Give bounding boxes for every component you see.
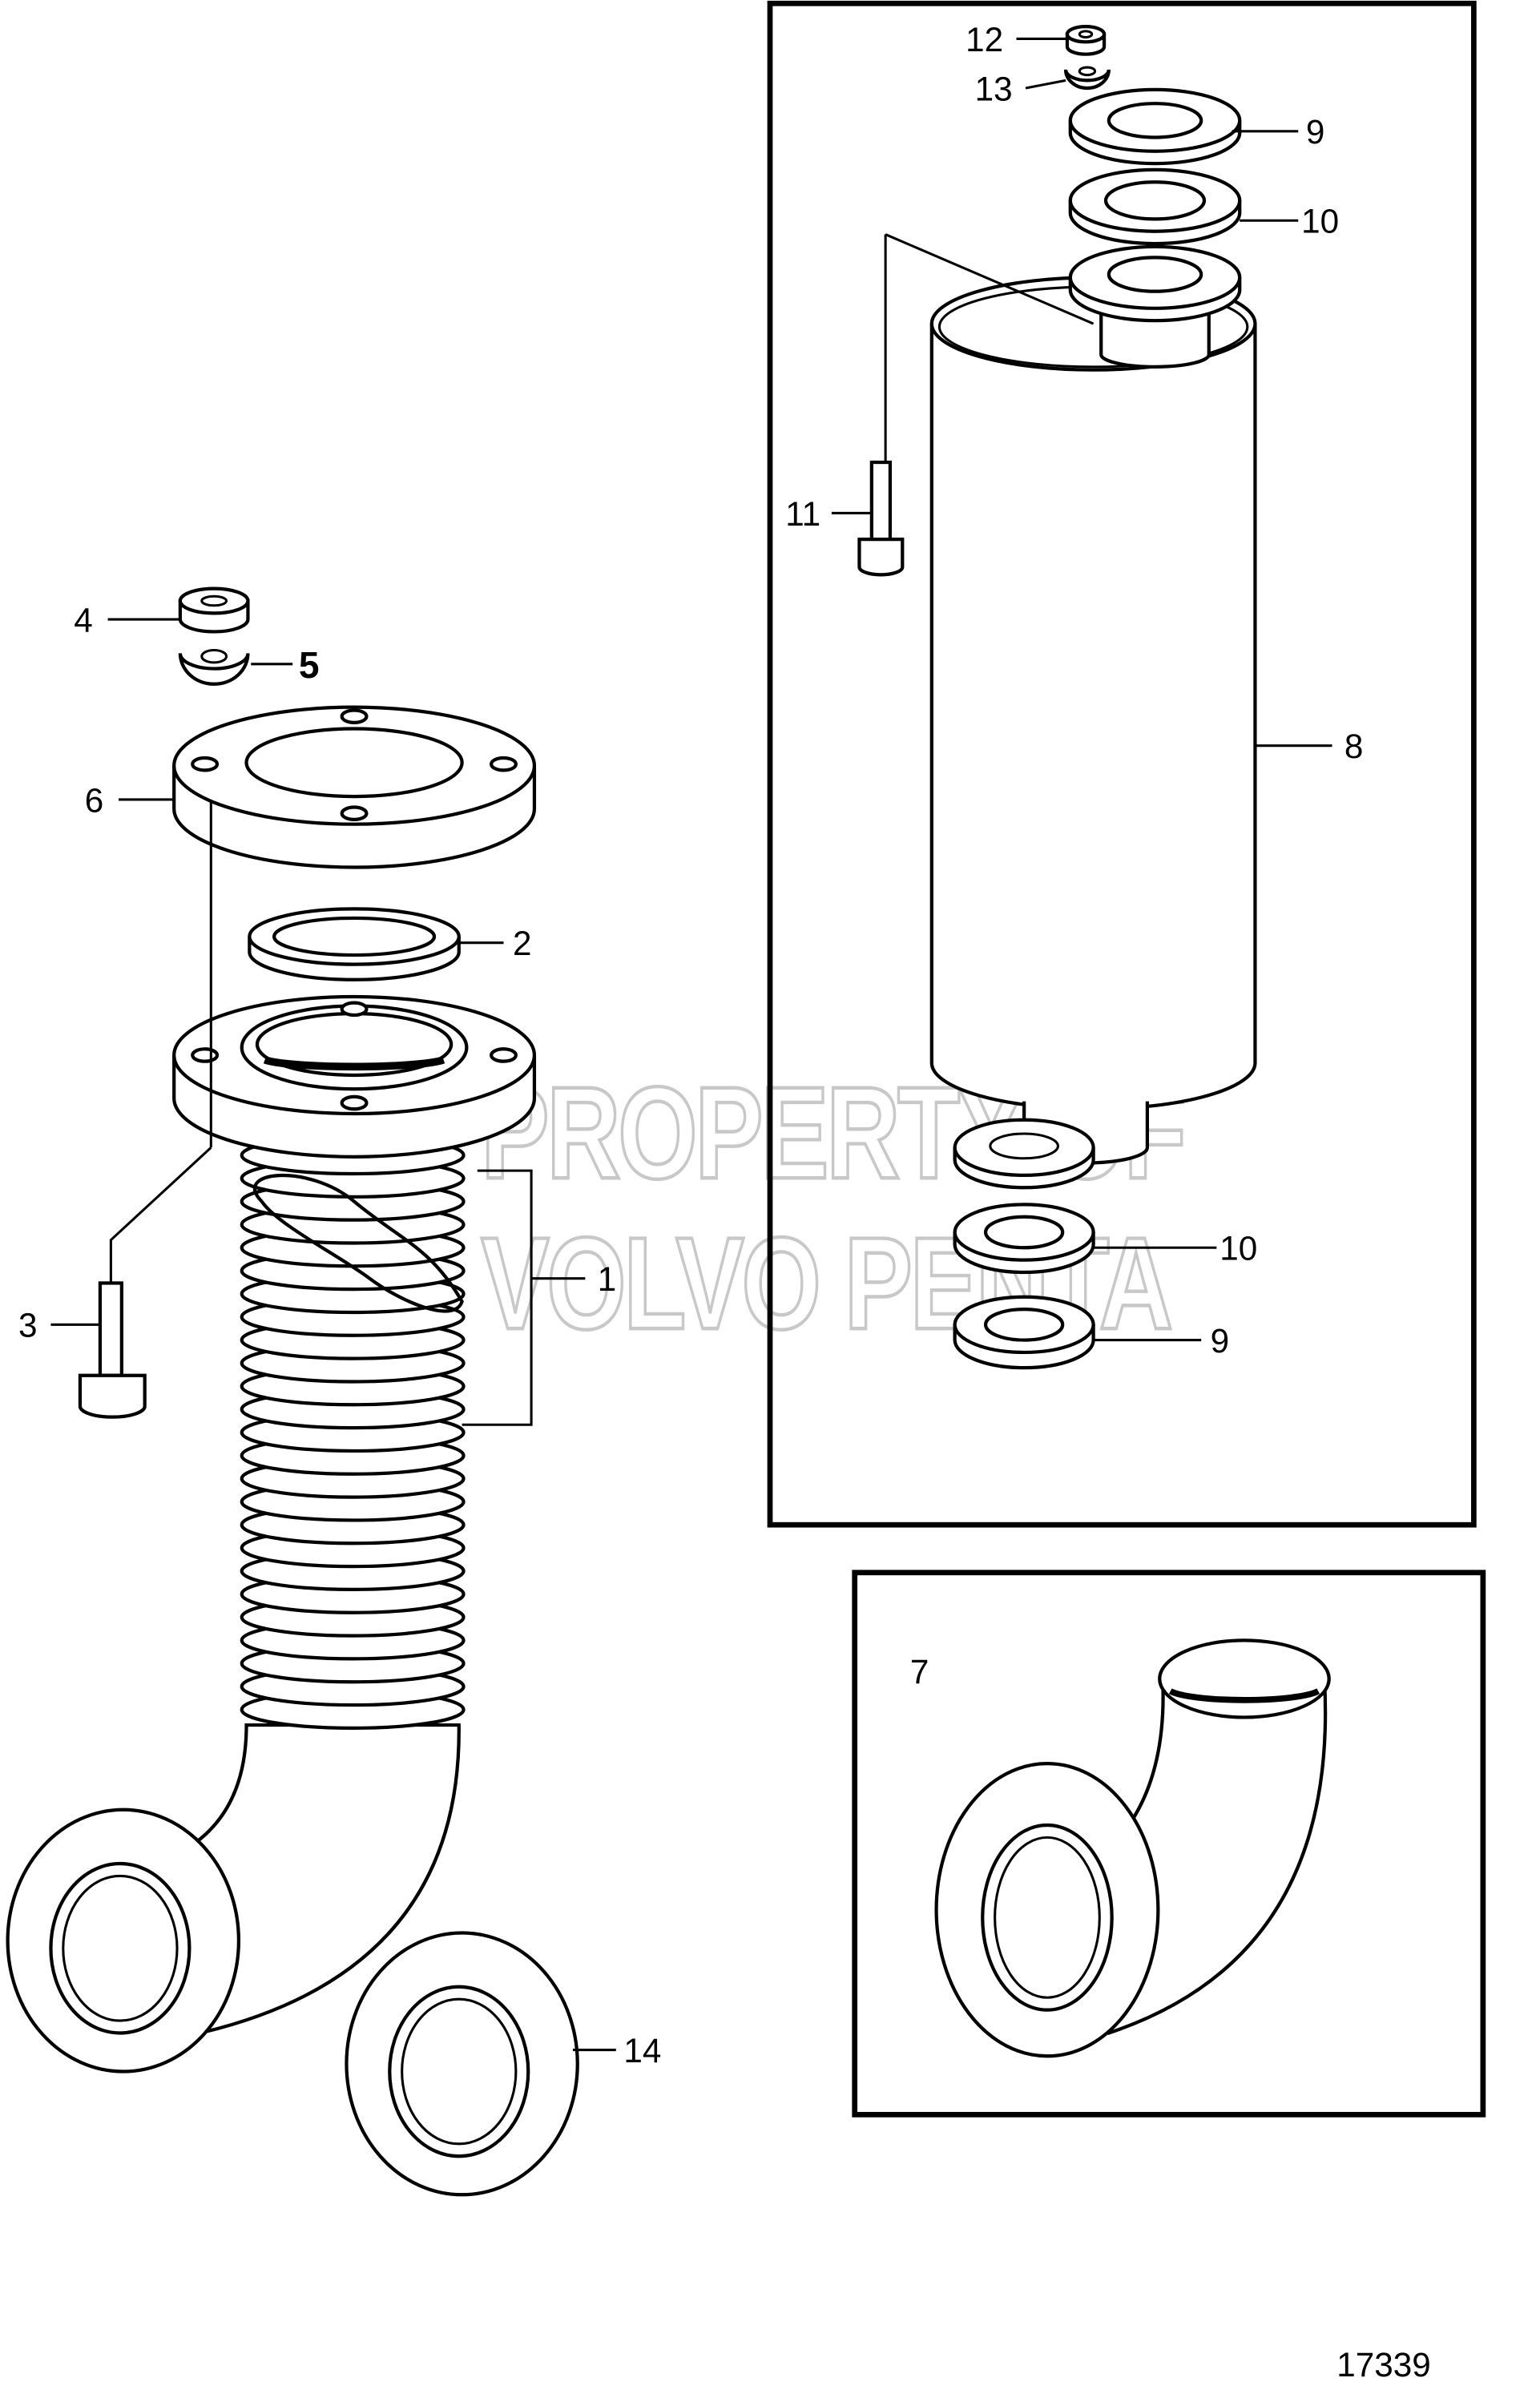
flange-9-bottom — [953, 1295, 1095, 1370]
gasket-10-bottom — [953, 1203, 1095, 1275]
callout-6: 6 — [85, 781, 104, 819]
flange-14 — [345, 1931, 579, 2197]
gasket-10-top — [1068, 167, 1242, 246]
muffler-8 — [929, 244, 1257, 1165]
callout-3: 3 — [18, 1307, 38, 1344]
callout-12: 12 — [966, 21, 1003, 58]
callout-8: 8 — [1344, 727, 1364, 765]
drawing-number: 17339 — [1336, 2346, 1431, 2384]
callout-9-bottom: 9 — [1211, 1322, 1230, 1360]
callout-7: 7 — [910, 1653, 929, 1691]
flange-9-top — [1068, 87, 1242, 166]
callout-14: 14 — [623, 2032, 661, 2069]
callout-10-bottom: 10 — [1220, 1230, 1257, 1267]
callout-1: 1 — [598, 1260, 617, 1298]
nut-4 — [178, 586, 250, 634]
bolt-11 — [857, 233, 1095, 577]
leader-lines — [50, 37, 1332, 2052]
callout-13: 13 — [975, 70, 1013, 107]
elbow-7 — [934, 1638, 1331, 2058]
washer-13 — [1063, 66, 1111, 91]
callout-9-top: 9 — [1306, 113, 1325, 151]
flange-6 — [172, 705, 537, 869]
elbow-inset-frame — [852, 1570, 1486, 2118]
nut-12 — [1065, 24, 1107, 56]
flange-outlet — [6, 1808, 241, 2074]
washer-5 — [178, 648, 250, 686]
callout-5: 5 — [299, 644, 320, 686]
bolt-3 — [78, 800, 212, 1419]
flange-bottom — [953, 1118, 1095, 1190]
callout-10-top: 10 — [1301, 203, 1339, 240]
callout-4: 4 — [74, 601, 93, 639]
callout-2: 2 — [513, 925, 532, 962]
muffler-inset-frame — [767, 0, 1477, 1528]
callout-11: 11 — [785, 495, 820, 533]
gasket-2 — [248, 907, 461, 981]
